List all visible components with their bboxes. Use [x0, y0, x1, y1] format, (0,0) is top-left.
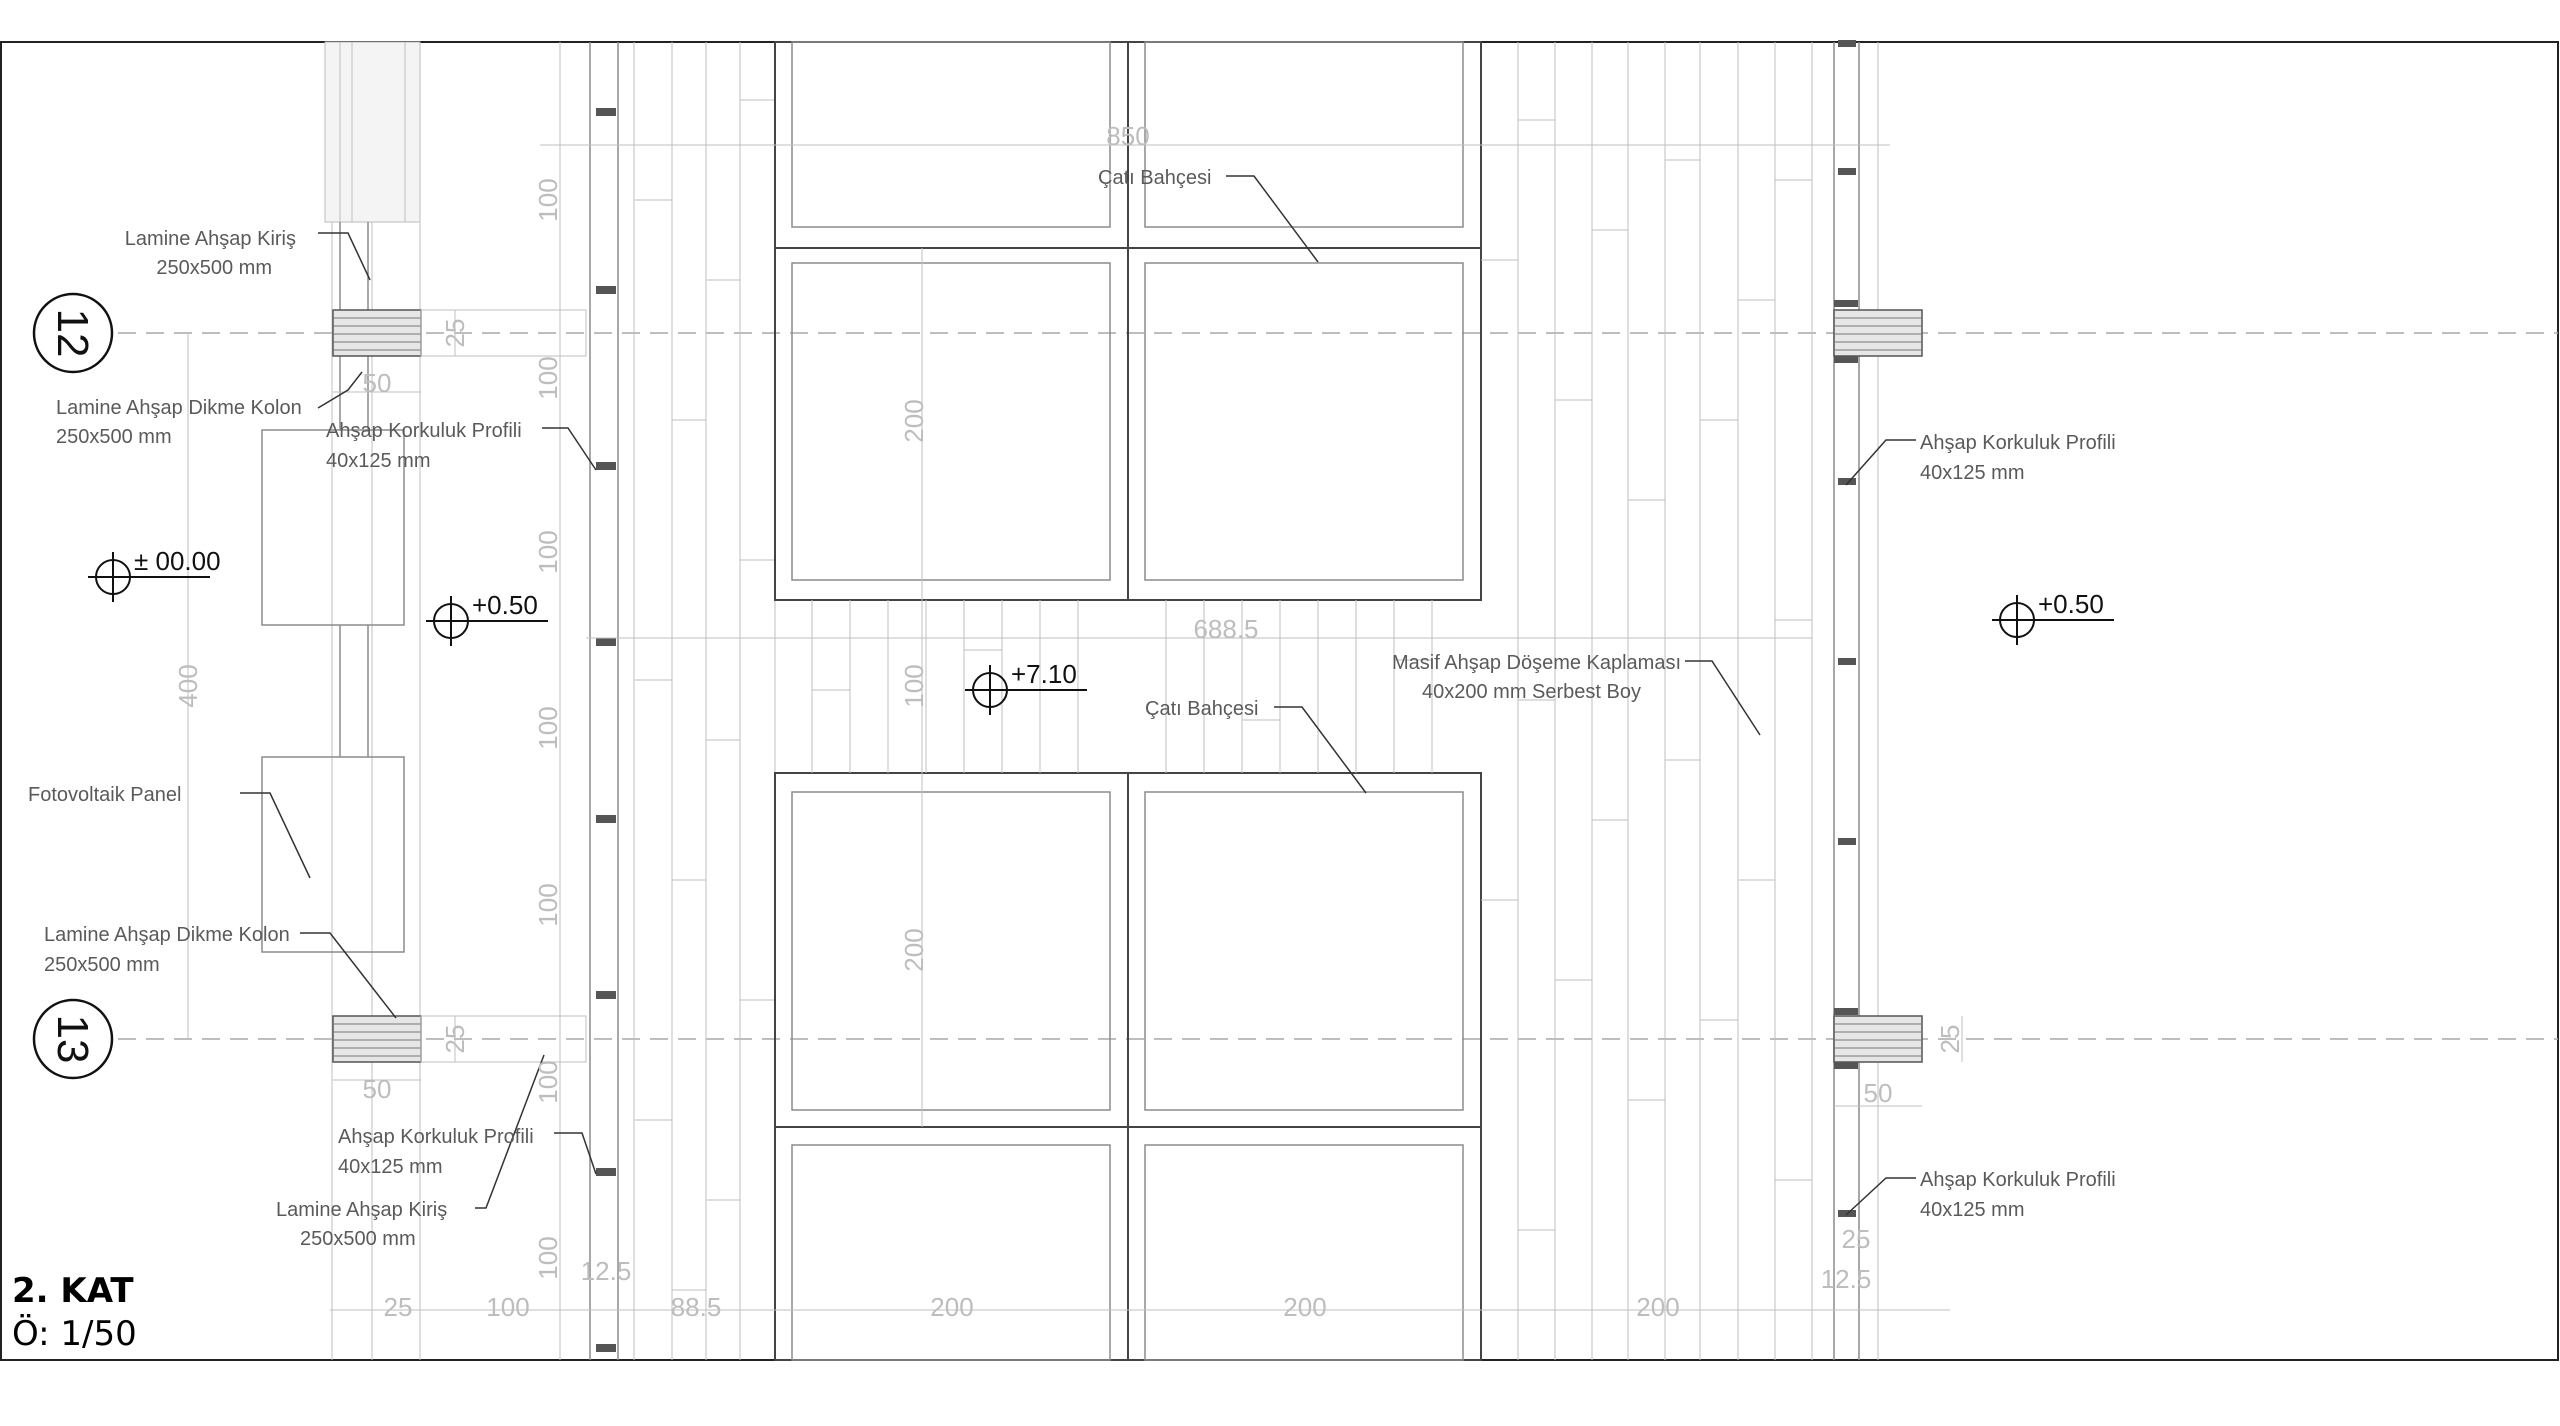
label-kiris-top-1: Lamine Ahşap Kiriş: [125, 228, 296, 250]
planter-bed-1: [791, 41, 1111, 228]
dim-rail-1: 100: [533, 178, 563, 221]
label-doseme-2: 40x200 mm Serbest Boy: [1422, 681, 1641, 703]
dim-col-top-width: 50: [363, 368, 392, 398]
dim-planter-3: 200: [899, 928, 929, 971]
dim-planter-2: 100: [899, 664, 929, 707]
left-column-13: [332, 1015, 422, 1063]
dim-rail-7: 100: [533, 1236, 563, 1279]
dim-right-rail-offset: 12.5: [1821, 1264, 1872, 1294]
drawing-scale: Ö: 1/50: [12, 1313, 137, 1354]
label-kolon-bottom-2: 250x500 mm: [44, 954, 160, 976]
level-roof-label: +7.10: [1011, 659, 1077, 689]
pv-strip: [324, 41, 421, 1360]
pv-panel-upper: [261, 429, 405, 626]
label-kiris-bottom-1: Lamine Ahşap Kiriş: [276, 1199, 447, 1221]
dim-rail-6: 100: [533, 1060, 563, 1103]
planter-bed-2: [1144, 41, 1464, 228]
label-korkuluk-left-bottom-2: 40x125 mm: [338, 1156, 443, 1178]
grid-bubble-12: 12: [32, 292, 114, 374]
dim-col-bottom-width: 50: [363, 1074, 392, 1104]
label-kolon-top-1: Lamine Ahşap Dikme Kolon: [56, 397, 302, 419]
left-railing: [589, 42, 619, 1360]
label-kiris-bottom-2: 250x500 mm: [300, 1228, 416, 1250]
planter-grid: [774, 41, 1482, 1361]
dim-right-col-width: 50: [1864, 1078, 1893, 1108]
dim-bottom-5: 200: [930, 1292, 973, 1322]
label-korkuluk-left-bottom-1: Ahşap Korkuluk Profili: [338, 1126, 534, 1148]
planter-bed-5: [791, 791, 1111, 1111]
grid-label-13: 13: [48, 1015, 97, 1064]
dim-planter-1: 200: [899, 399, 929, 442]
dim-bottom-4: 88.5: [671, 1292, 722, 1322]
right-column-12: [1833, 300, 1923, 363]
decking-left: [633, 42, 776, 1360]
planter-bed-6: [1144, 791, 1464, 1111]
drawing-title: 2. KAT: [12, 1271, 134, 1311]
right-railing: [1833, 40, 1879, 1360]
grid-bubble-13: 13: [32, 998, 114, 1080]
level-marker-left-terrace: +0.50: [426, 590, 548, 646]
level-marker-roof: +7.10: [965, 659, 1087, 715]
label-korkuluk-right-top-2: 40x125 mm: [1920, 462, 2025, 484]
dim-col-bottom-depth: 25: [440, 1025, 470, 1054]
dim-bottom-7: 200: [1636, 1292, 1679, 1322]
dim-rail-4: 100: [533, 706, 563, 749]
label-korkuluk-left-top-1: Ahşap Korkuluk Profili: [326, 420, 522, 442]
dim-top-width: 850: [1106, 121, 1149, 151]
level-marker-ground: ± 00.00: [88, 546, 221, 602]
beam-13: [420, 1015, 587, 1063]
dim-rail-2: 100: [533, 356, 563, 399]
dim-col-top-depth: 25: [440, 319, 470, 348]
label-kolon-top-2: 250x500 mm: [56, 426, 172, 448]
label-korkuluk-left-top-2: 40x125 mm: [326, 450, 431, 472]
decking-center: [811, 600, 1433, 773]
dim-right-col-depth: 25: [1935, 1025, 1965, 1054]
planter-bed-7: [791, 1144, 1111, 1361]
dim-bottom-6: 200: [1283, 1292, 1326, 1322]
dim-left-vertical: 400: [173, 664, 203, 707]
dim-right-rail-depth: 25: [1842, 1224, 1871, 1254]
level-right-terrace-label: +0.50: [2038, 589, 2104, 619]
level-ground-label: ± 00.00: [134, 546, 221, 576]
pv-panel-lower: [261, 756, 405, 953]
planter-bed-4: [1144, 262, 1464, 581]
label-kiris-top-2: 250x500 mm: [156, 257, 272, 279]
label-fotovoltaik: Fotovoltaik Panel: [28, 784, 181, 806]
leader-lines: [240, 175, 1916, 1216]
dim-rail-3: 100: [533, 530, 563, 573]
decking-right: [1481, 42, 1813, 1360]
label-korkuluk-right-bottom-2: 40x125 mm: [1920, 1199, 2025, 1221]
dim-mid-width: 688.5: [1193, 614, 1258, 644]
dim-bottom-2: 100: [486, 1292, 529, 1322]
label-kolon-bottom-1: Lamine Ahşap Dikme Kolon: [44, 924, 290, 946]
label-korkuluk-right-top-1: Ahşap Korkuluk Profili: [1920, 432, 2116, 454]
level-left-terrace-label: +0.50: [472, 590, 538, 620]
planter-bed-3: [791, 262, 1111, 581]
planter-bed-8: [1144, 1144, 1464, 1361]
beam-12: [420, 309, 587, 357]
dim-rail-5: 100: [533, 883, 563, 926]
left-column-12: [332, 309, 422, 357]
label-korkuluk-right-bottom-1: Ahşap Korkuluk Profili: [1920, 1169, 2116, 1191]
grid-label-12: 12: [48, 309, 97, 358]
label-doseme-1: Masif Ahşap Döşeme Kaplaması: [1392, 652, 1681, 674]
label-cati-bahcesi-top: Çatı Bahçesi: [1098, 167, 1211, 189]
level-marker-right-terrace: +0.50: [1992, 589, 2114, 645]
right-column-13: [1833, 1008, 1923, 1069]
dimension-lines: [187, 42, 1963, 1360]
dim-bottom-1: 25: [384, 1292, 413, 1322]
label-cati-bahcesi-mid: Çatı Bahçesi: [1145, 698, 1258, 720]
dim-bottom-3: 12.5: [581, 1256, 632, 1286]
